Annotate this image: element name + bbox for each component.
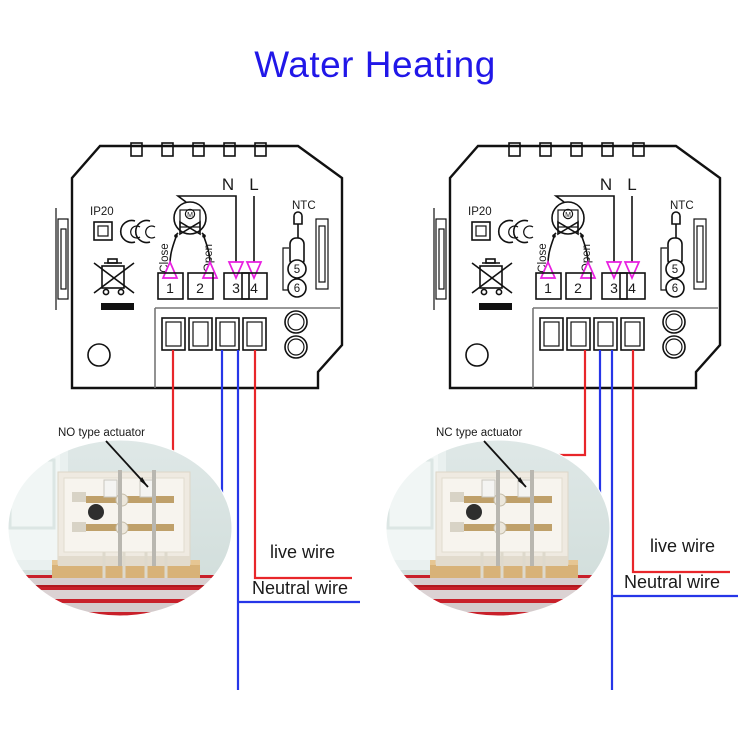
left-ce-mark xyxy=(120,219,156,244)
left-terminal-3: 3 xyxy=(232,280,240,296)
right-mounting-holes xyxy=(465,310,686,367)
left-weee-bin-icon xyxy=(93,258,135,310)
right-ip20-mark: IP20 xyxy=(468,206,492,241)
svg-text:M: M xyxy=(187,212,193,219)
right-terminal-blocks: 1 2 3 4 xyxy=(535,272,646,300)
left-live-label: L xyxy=(249,175,258,194)
left-thermostat-backplate: IP20 xyxy=(55,142,344,390)
left-supply-lines: N L xyxy=(222,175,259,264)
right-live-wire-label: live wire xyxy=(650,536,715,556)
right-actuator-caption: NC type actuator xyxy=(436,427,522,439)
right-neutral-wire-label: Neutral wire xyxy=(624,572,720,592)
left-ntc-label: NTC xyxy=(292,200,316,212)
left-side-rails xyxy=(55,208,329,310)
left-ntc-terminal-6: 6 xyxy=(294,283,300,295)
left-actuator-caption-group: NO type actuator xyxy=(58,427,149,488)
left-ip20-mark: IP20 xyxy=(90,206,114,241)
right-weee-bin-icon xyxy=(471,258,513,310)
right-ce-mark xyxy=(498,219,534,244)
right-ntc-terminal-6: 6 xyxy=(672,283,678,295)
svg-text:IP20: IP20 xyxy=(90,206,114,218)
svg-text:IP20: IP20 xyxy=(468,206,492,218)
left-terminal-1: 1 xyxy=(166,280,174,296)
right-ntc-sensor: NTC 5 6 xyxy=(660,200,694,298)
right-terminal-1: 1 xyxy=(544,280,552,296)
right-side-rails xyxy=(433,208,707,310)
right-terminal-3: 3 xyxy=(610,280,618,296)
svg-text:M: M xyxy=(565,212,571,219)
left-live-wire-label: live wire xyxy=(270,542,335,562)
right-mounting-tabs xyxy=(508,142,645,157)
left-neutral-wire-label: Neutral wire xyxy=(252,578,348,598)
right-terminal-4: 4 xyxy=(628,280,636,296)
left-mounting-holes xyxy=(87,310,308,367)
left-actuator-caption: NO type actuator xyxy=(58,427,145,439)
right-terminal-arrows xyxy=(539,259,641,281)
right-ntc-label: NTC xyxy=(670,200,694,212)
right-ntc-terminal-5: 5 xyxy=(672,264,678,276)
left-terminal-2: 2 xyxy=(196,280,204,296)
right-actuator-caption-group: NC type actuator xyxy=(436,427,527,488)
right-socket-row xyxy=(539,317,645,351)
left-terminal-4: 4 xyxy=(250,280,258,296)
right-live-label: L xyxy=(627,175,636,194)
left-neutral-label: N xyxy=(222,175,234,194)
page-title: Water Heating xyxy=(254,44,496,85)
right-actuator-photo xyxy=(385,439,611,617)
right-terminal-2: 2 xyxy=(574,280,582,296)
left-ntc-terminal-5: 5 xyxy=(294,264,300,276)
left-mounting-tabs xyxy=(130,142,267,157)
left-terminal-blocks: 1 2 3 4 xyxy=(157,272,268,300)
left-ntc-sensor: NTC 5 6 xyxy=(282,200,316,298)
right-supply-lines: N L xyxy=(600,175,637,264)
left-actuator-photo xyxy=(7,439,233,617)
right-neutral-label: N xyxy=(600,175,612,194)
right-thermostat-backplate: IP20 xyxy=(433,142,722,390)
